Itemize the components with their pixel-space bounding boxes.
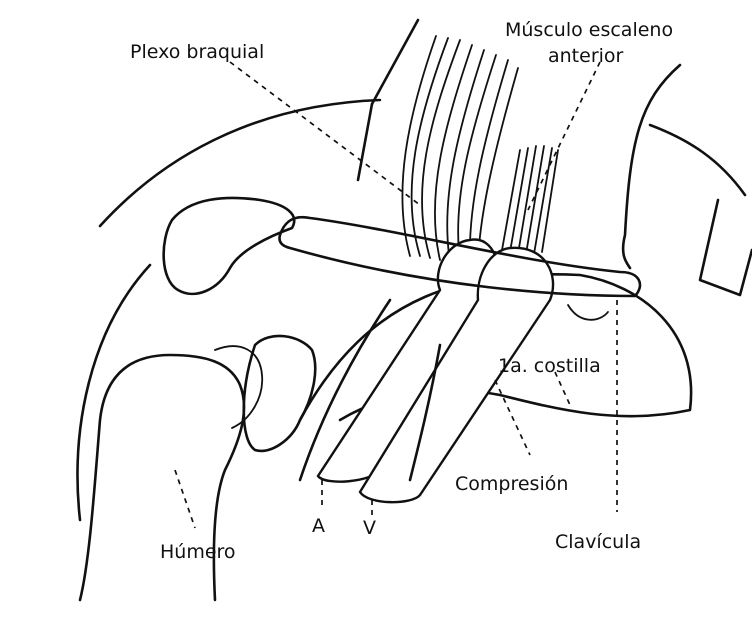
humerus <box>80 355 244 600</box>
label-costilla: 1a. costilla <box>498 355 601 377</box>
torso-outline <box>78 265 150 520</box>
label-anterior: anterior <box>548 45 624 67</box>
glenoid <box>244 336 315 451</box>
leader-humero <box>175 470 195 528</box>
brachial-plexus <box>402 36 518 262</box>
neck-right-contour <box>623 65 680 268</box>
label-plexo-braquial: Plexo braquial <box>130 41 264 63</box>
label-humero: Húmero <box>160 541 236 563</box>
anterior-scalene-muscle <box>502 146 558 254</box>
trachea-edge <box>700 200 752 295</box>
humerus-head-line <box>215 346 262 428</box>
label-clavicula: Clavícula <box>555 531 641 553</box>
rib-notch <box>568 305 608 320</box>
leader-plexo <box>230 62 420 205</box>
neck-far-contour <box>650 125 745 195</box>
shoulder-outline <box>100 100 380 226</box>
label-compresion: Compresión <box>455 473 568 495</box>
label-musculo-escaleno: Músculo escaleno <box>505 19 673 41</box>
leader-compresion <box>495 380 530 455</box>
leader-musculo <box>528 62 600 210</box>
acromion <box>164 198 295 294</box>
label-vein-v: V <box>363 517 376 539</box>
label-artery-a: A <box>312 515 325 537</box>
neck-left-contour <box>372 20 418 104</box>
